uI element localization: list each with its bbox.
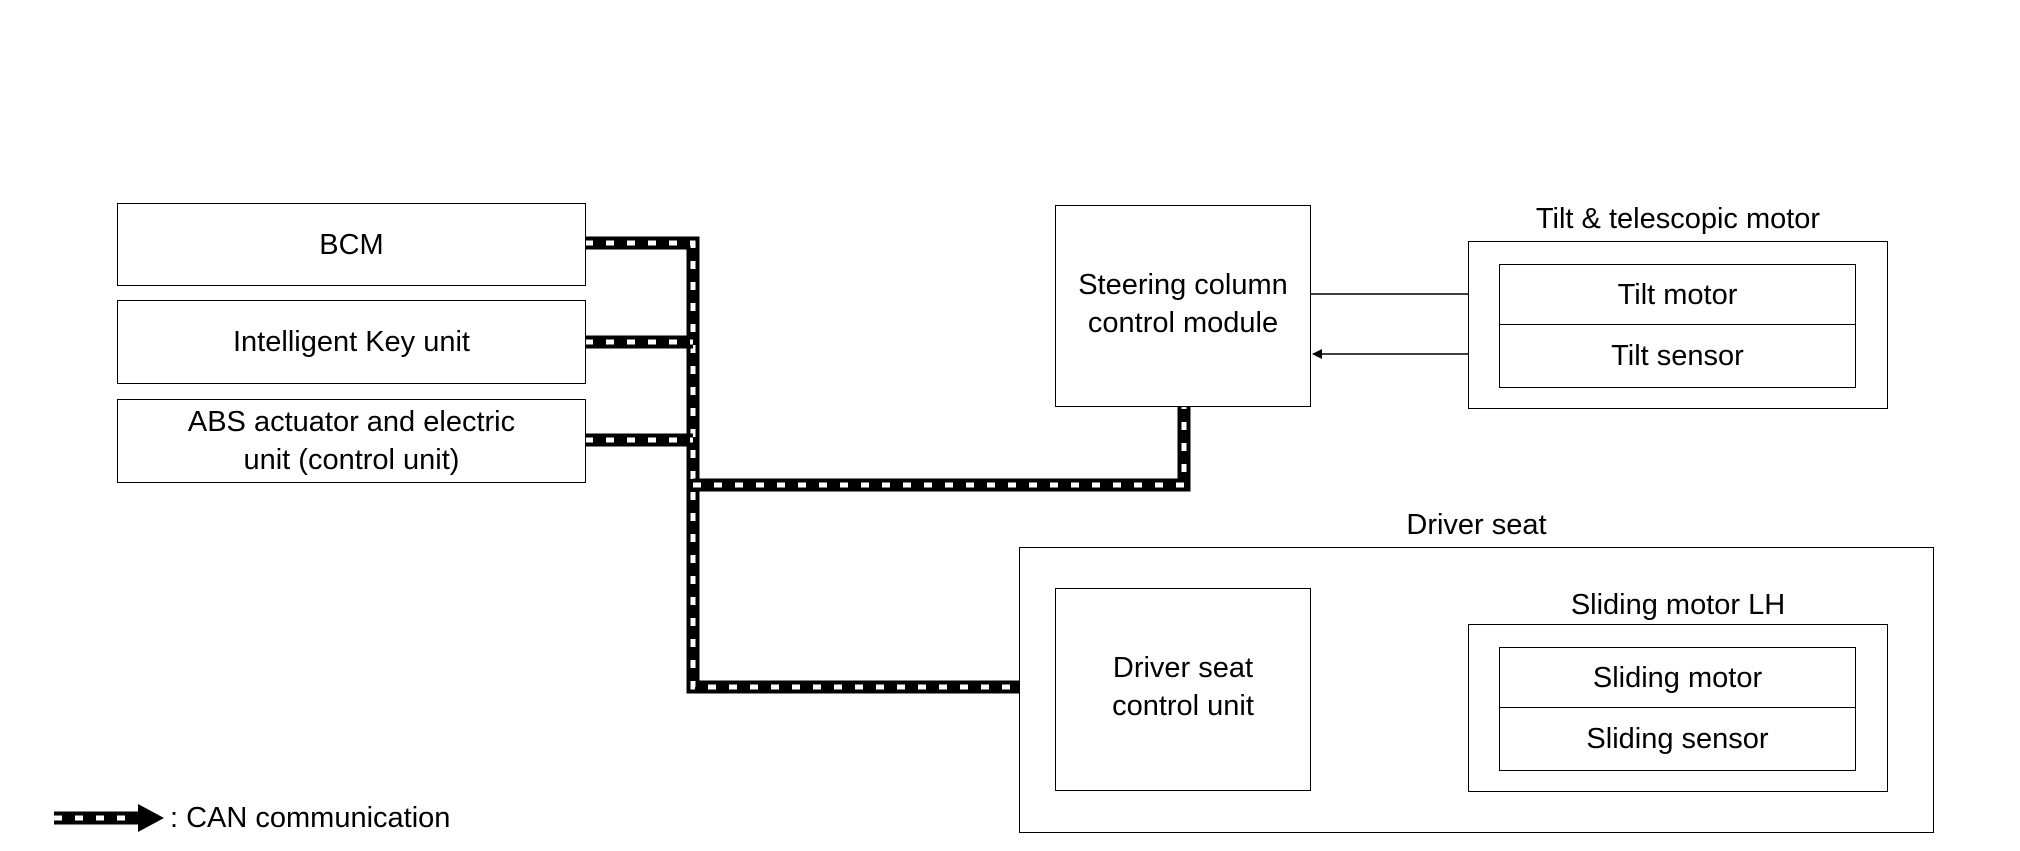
legend-label: : CAN communication bbox=[170, 802, 451, 834]
tilt-telescopic-motor-caption: Tilt & telescopic motor bbox=[1535, 203, 1821, 235]
can-bus bbox=[585, 236, 1191, 694]
abs-actuator-box: ABS actuator and electric unit (control … bbox=[117, 399, 586, 483]
bcm-box: BCM bbox=[117, 203, 586, 286]
steering-column-control-module-box: Steering column control module bbox=[1055, 205, 1311, 407]
intelligent-key-unit-box: Intelligent Key unit bbox=[117, 300, 586, 384]
sliding-motor-lh-caption: Sliding motor LH bbox=[1570, 589, 1786, 621]
legend-symbol bbox=[54, 804, 164, 832]
sliding-sensor-box: Sliding sensor bbox=[1499, 707, 1856, 771]
driver-seat-control-unit-box: Driver seat control unit bbox=[1055, 588, 1311, 791]
sliding-motor-box: Sliding motor bbox=[1499, 647, 1856, 709]
driver-seat-caption: Driver seat bbox=[1406, 509, 1547, 541]
tilt-motor-box: Tilt motor bbox=[1499, 264, 1856, 326]
tilt-sensor-box: Tilt sensor bbox=[1499, 324, 1856, 388]
